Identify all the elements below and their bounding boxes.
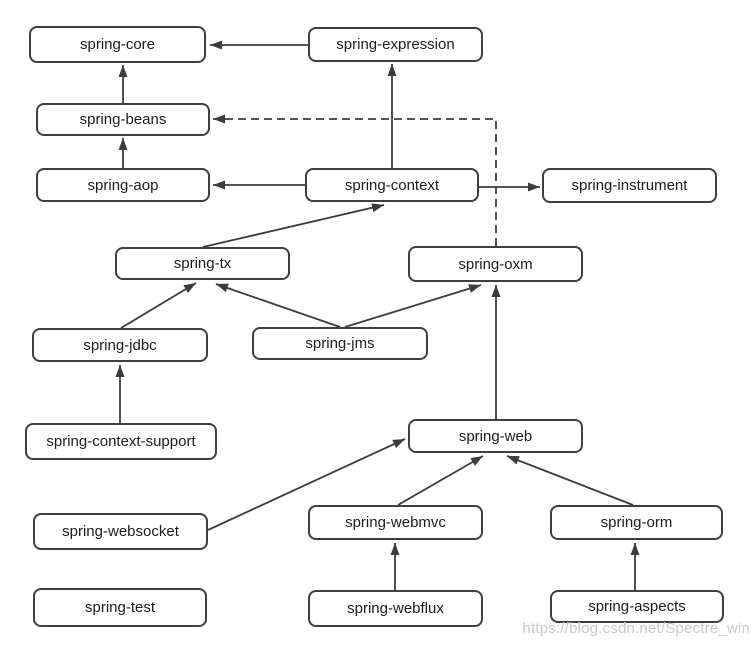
edge-spring-websocket-to-spring-web [207,438,406,531]
node-spring-test: spring-test [33,588,207,627]
edge-spring-jdbc-to-spring-tx [120,282,197,329]
edge-spring-orm-to-spring-web [506,455,634,506]
edge-spring-tx-to-spring-context [202,203,385,248]
node-spring-oxm: spring-oxm [408,246,583,282]
node-spring-jms: spring-jms [252,327,428,360]
node-spring-web: spring-web [408,419,583,453]
node-spring-tx: spring-tx [115,247,290,280]
node-spring-aspects: spring-aspects [550,590,724,623]
node-spring-beans: spring-beans [36,103,210,136]
node-spring-context: spring-context [305,168,479,202]
edge-spring-jms-to-spring-oxm [344,284,482,328]
watermark-text: https://blog.csdn.net/Spectre_win [522,620,750,637]
node-spring-orm: spring-orm [550,505,723,540]
node-spring-jdbc: spring-jdbc [32,328,208,362]
node-spring-webmvc: spring-webmvc [308,505,483,540]
node-spring-expression: spring-expression [308,27,483,62]
node-spring-instrument: spring-instrument [542,168,717,203]
node-spring-context-support: spring-context-support [25,423,217,460]
edge-spring-jms-to-spring-tx [215,283,341,328]
edge-spring-webmvc-to-spring-web [397,455,484,506]
node-spring-webflux: spring-webflux [308,590,483,627]
node-spring-aop: spring-aop [36,168,210,202]
node-spring-core: spring-core [29,26,206,63]
edge-spring-oxm-to-spring-beans-dashed [213,114,497,246]
node-spring-websocket: spring-websocket [33,513,208,550]
